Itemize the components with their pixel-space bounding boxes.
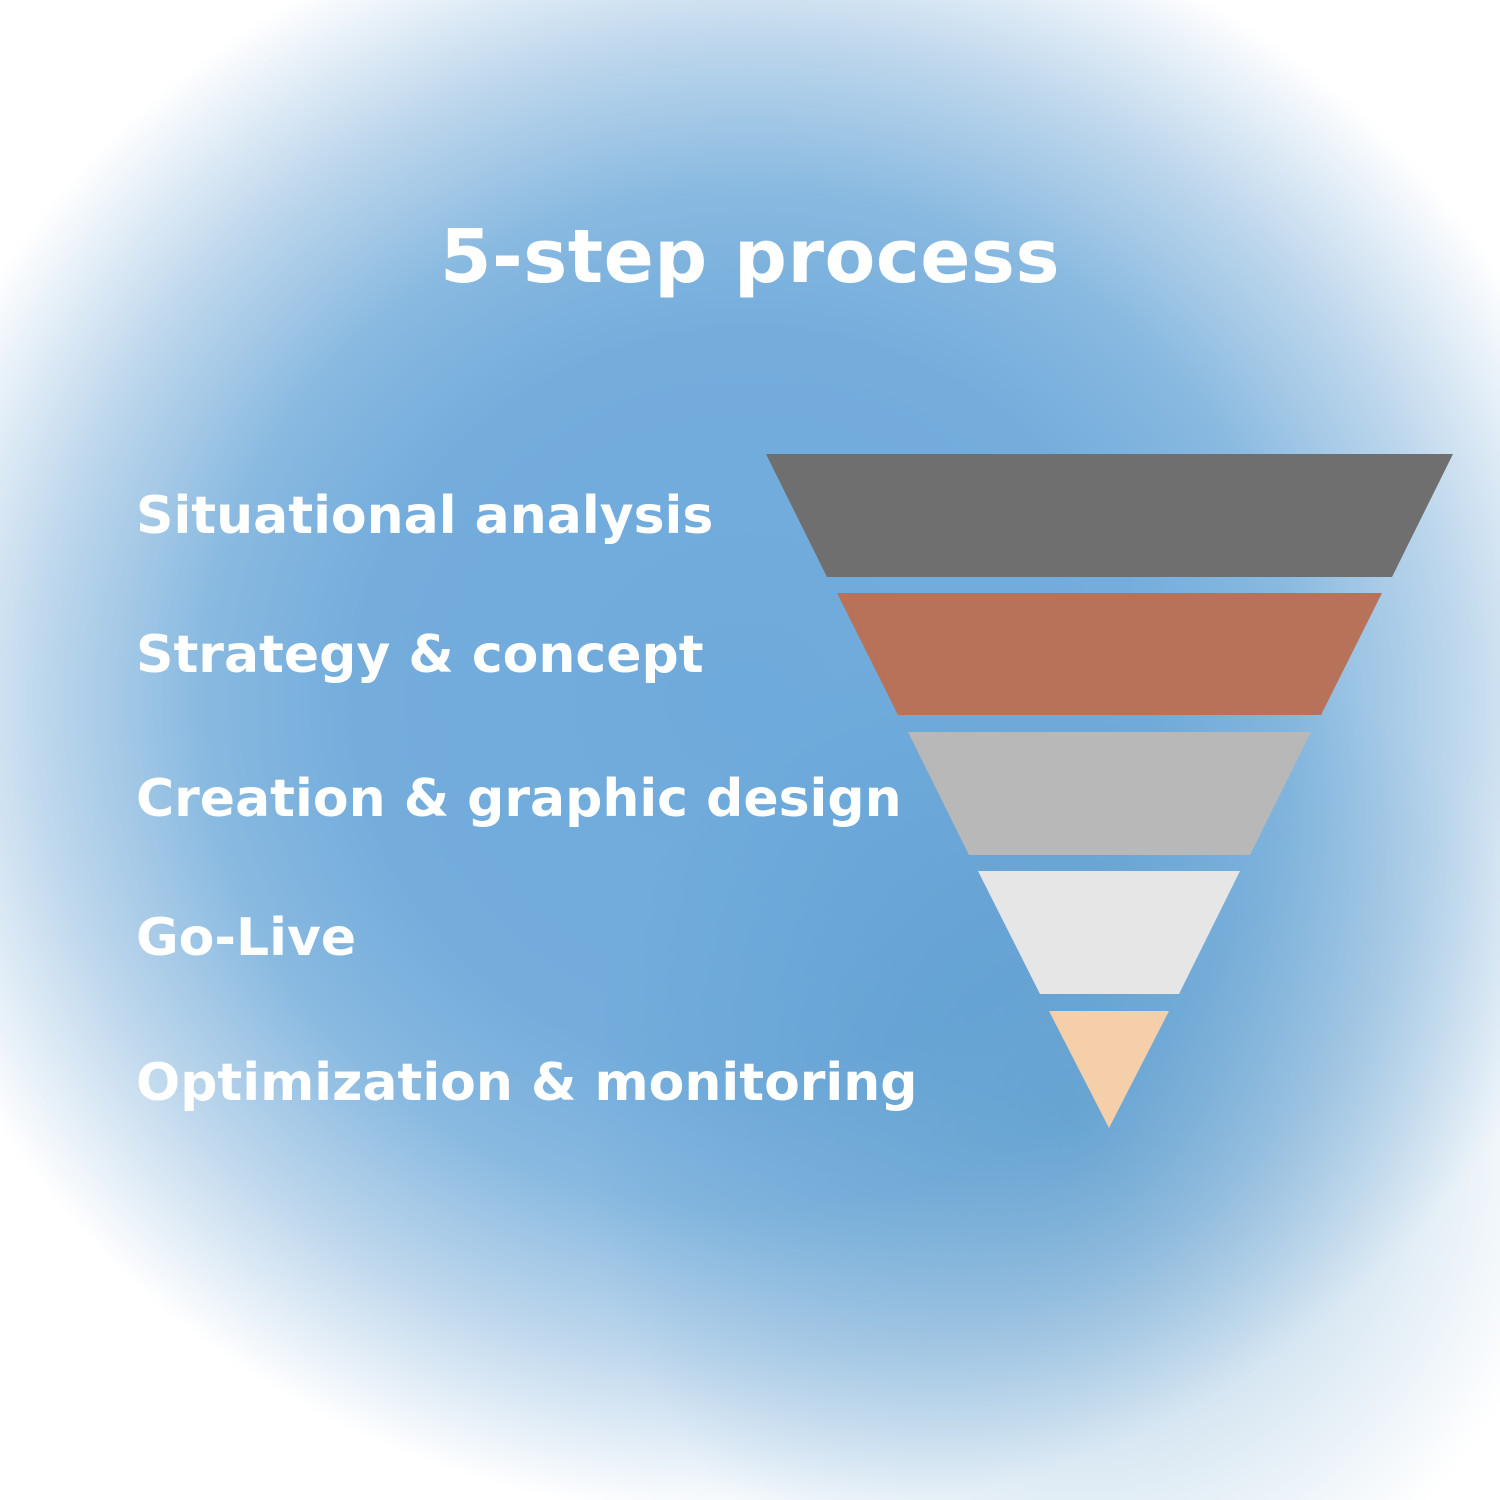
step-label-optimization-monitoring: Optimization & monitoring: [136, 1053, 918, 1113]
step-label-situational-analysis: Situational analysis: [136, 486, 714, 546]
step-label-strategy-concept: Strategy & concept: [136, 625, 704, 685]
funnel-segment-optimization-monitoring: [1049, 1011, 1169, 1128]
funnel-segment-creation-graphic-design: [908, 732, 1311, 855]
step-label-creation-graphic-design: Creation & graphic design: [136, 769, 902, 829]
funnel-segment-go-live: [978, 871, 1240, 994]
step-label-go-live: Go-Live: [136, 908, 357, 968]
funnel-segment-situational-analysis: [766, 454, 1453, 577]
funnel-segment-strategy-concept: [837, 593, 1382, 715]
diagram-title: 5-step process: [440, 214, 1060, 300]
